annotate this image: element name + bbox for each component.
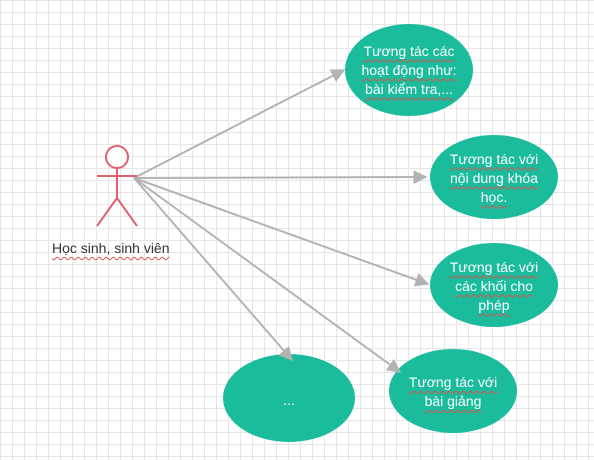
use-case-ellipse-uc4[interactable] [389, 349, 517, 433]
use-case-ellipse-uc3[interactable] [430, 243, 558, 327]
use-case-ellipse-uc1[interactable] [345, 24, 473, 116]
use-case-label-uc4: Tương tác với bài giảng [408, 374, 498, 409]
use-case-ellipse-uc2[interactable] [430, 135, 558, 219]
use-case-ellipse-uc5[interactable] [223, 354, 355, 442]
use-case-label-uc2: Tương tác với nội dung khóa học. [449, 150, 539, 205]
use-case-label-uc5: ... [283, 391, 295, 408]
association-arrow-uc1 [133, 69, 346, 179]
use-case-label-uc1: Tương tác các hoạt động như: bài kiểm tr… [361, 42, 457, 97]
association-arrow-uc4 [133, 177, 402, 373]
actor-label: Học sinh, sinh viên [52, 240, 170, 256]
stick-figure-icon[interactable] [96, 145, 138, 227]
use-case-label-uc3: Tương tác với các khối cho phép [449, 258, 539, 313]
association-arrow-uc3 [133, 177, 430, 287]
association-arrow-uc5 [133, 177, 293, 362]
association-arrow-uc2 [133, 170, 428, 185]
